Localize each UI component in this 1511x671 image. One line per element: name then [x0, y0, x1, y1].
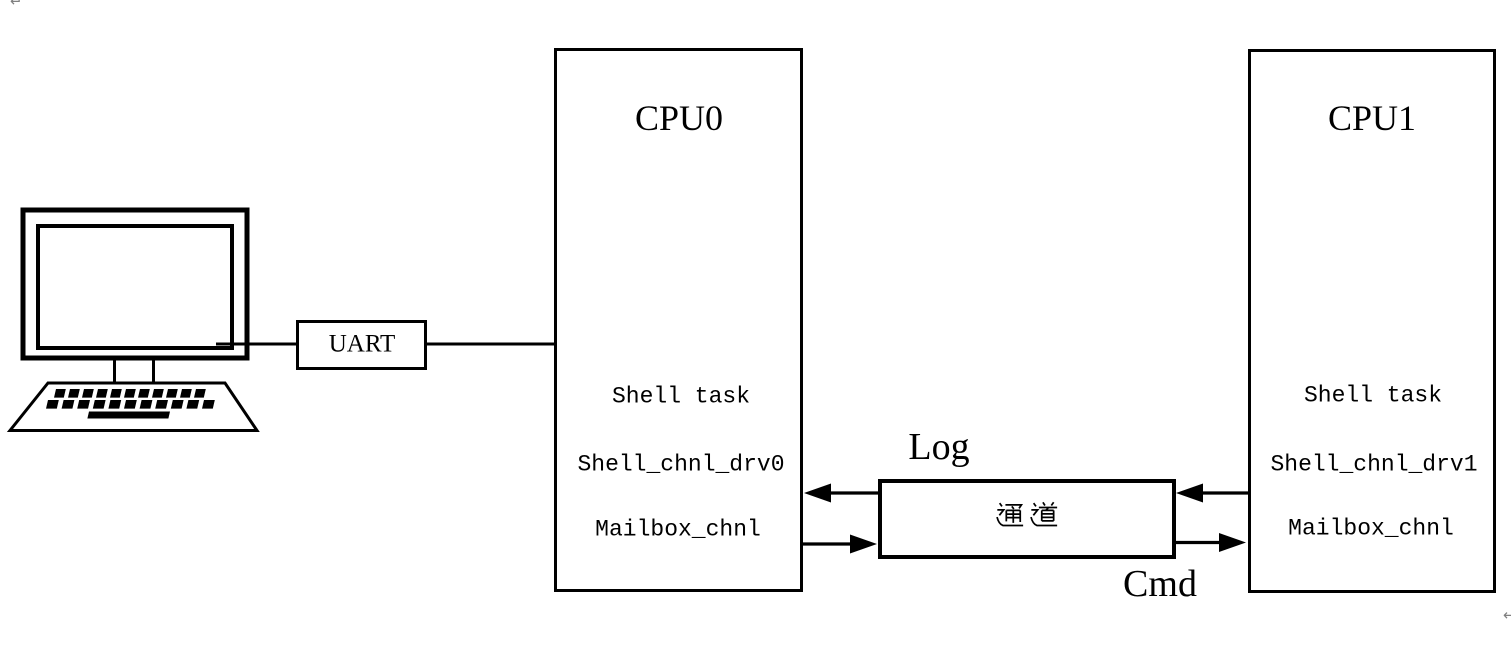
cpu1-task-mailbox-chnl: Mailbox_chnl — [1288, 515, 1454, 542]
channel-label-text: 通道 — [882, 483, 883, 484]
cpu0-title: CPU0 — [634, 98, 724, 138]
computer-icon — [6, 207, 260, 432]
uart-box — [296, 320, 427, 370]
uart-label: UART — [328, 330, 396, 358]
cpu1-box — [1248, 49, 1496, 593]
log-flow-label: Log — [908, 426, 970, 468]
cpu0-task-shell-task: Shell task — [611, 383, 751, 410]
log-arrow-left-icon — [804, 483, 878, 503]
cpu0-task-mailbox-chnl: Mailbox_chnl — [595, 516, 761, 543]
keyboard-icon — [6, 381, 260, 432]
cpu1-task-shell-task: Shell task — [1303, 382, 1443, 409]
cmd-flow-label: Cmd — [1123, 563, 1197, 605]
cmd-arrow-right-icon — [1175, 533, 1246, 552]
cmd-arrow-left-icon — [803, 534, 877, 554]
paragraph-mark-top-left: ↵ — [10, 0, 23, 10]
log-arrow-right-icon — [1176, 483, 1248, 503]
cpu1-title: CPU1 — [1327, 98, 1417, 138]
channel-box: 通道 — [878, 479, 1176, 559]
cpu0-box — [554, 48, 803, 592]
cpu0-task-shell-chnl-drv: Shell_chnl_drv0 — [577, 451, 785, 478]
cpu1-task-shell-chnl-drv: Shell_chnl_drv1 — [1270, 451, 1478, 478]
paragraph-mark-bottom-right: ↵ — [1503, 606, 1511, 624]
